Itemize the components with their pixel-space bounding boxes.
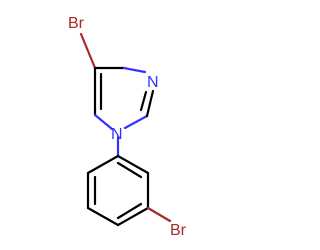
bond-ph6-ph1 bbox=[116, 154, 150, 175]
bond-c2-n3-inner bbox=[139, 90, 148, 112]
atom-n-substituted: N bbox=[111, 126, 123, 143]
bond-c2-n3 bbox=[145, 89, 155, 118]
bond-c4-n3 bbox=[122, 66, 147, 74]
bond-c5-n1 bbox=[93, 113, 114, 131]
atom-br-top: Br bbox=[68, 15, 85, 32]
bond-ph4-ph5-inner bbox=[116, 202, 143, 220]
bond-ph4-ph5 bbox=[116, 206, 150, 227]
bond-ph5-br bbox=[146, 206, 172, 223]
atom-n-ring: N bbox=[147, 74, 159, 91]
atom-br-bottom: Br bbox=[170, 222, 187, 239]
bond-ph1-ph2 bbox=[86, 154, 120, 175]
bond-c4-br bbox=[79, 32, 97, 70]
bond-n1-c2 bbox=[123, 114, 149, 130]
bond-ph6-ph1-inner bbox=[116, 161, 143, 179]
molecule-structure: Br N N Br bbox=[68, 15, 187, 239]
bond-ph3-ph4 bbox=[86, 206, 120, 227]
molecule-canvas: Br N N Br bbox=[68, 15, 187, 239]
